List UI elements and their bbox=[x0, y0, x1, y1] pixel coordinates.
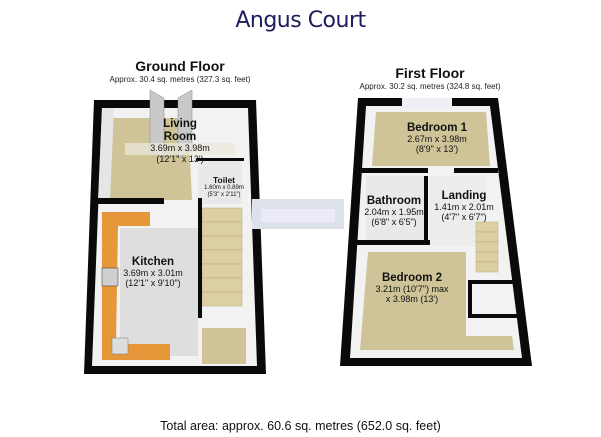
room-dims-imperial: (4'7" x 6'7") bbox=[441, 211, 487, 222]
ground-floor-title: Ground Floor bbox=[135, 58, 225, 74]
room-name: Bathroom bbox=[366, 195, 422, 207]
property-title: Angus Court bbox=[235, 8, 366, 33]
room-name: Room bbox=[163, 130, 197, 143]
room-dims-imperial: (12'1" x 13') bbox=[156, 154, 204, 165]
first-floor-title: First Floor bbox=[395, 65, 465, 81]
room-living-room: Living Room 3.69m x 3.98m (12'1" x 13') bbox=[125, 118, 235, 165]
first-floor-area: Approx. 30.2 sq. metres (324.8 sq. feet) bbox=[359, 82, 501, 91]
room-dims-imperial: (6'8" x 6'5") bbox=[371, 216, 417, 227]
room-bathroom: Bathroom 2.04m x 1.95m (6'8" x 6'5") bbox=[358, 195, 430, 227]
room-name: Bedroom 1 bbox=[406, 122, 468, 134]
room-bedroom-1: Bedroom 1 2.67m x 3.98m (8'9" x 13') bbox=[382, 122, 492, 154]
room-name: Landing bbox=[441, 190, 487, 202]
room-dims-metric: 3.21m (10'7") max bbox=[375, 283, 449, 294]
first-floor-plan bbox=[340, 98, 532, 366]
room-name: Bedroom 2 bbox=[381, 272, 443, 284]
room-landing: Landing 1.41m x 2.01m (4'7" x 6'7") bbox=[430, 190, 498, 222]
watermark-band bbox=[252, 199, 344, 229]
room-dims-metric: 3.69m x 3.01m bbox=[123, 267, 183, 278]
ground-floor-plan bbox=[84, 89, 266, 374]
room-dims-imperial: (12'1" x 9'10") bbox=[125, 277, 181, 288]
ground-floor-area: Approx. 30.4 sq. metres (327.3 sq. feet) bbox=[109, 75, 251, 84]
room-name: Kitchen bbox=[131, 256, 175, 268]
room-dims-metric: 2.04m x 1.95m bbox=[364, 206, 424, 217]
room-dims-metric: 1.41m x 2.01m bbox=[434, 201, 494, 212]
room-kitchen: Kitchen 3.69m x 3.01m (12'1" x 9'10") bbox=[108, 256, 198, 288]
room-dims-imperial: (8'9" x 13') bbox=[415, 143, 459, 154]
room-dims-metric: 3.69m x 3.98m bbox=[125, 143, 235, 156]
room-dims-imperial: x 3.98m (13') bbox=[385, 293, 439, 304]
room-bedroom-2: Bedroom 2 3.21m (10'7") max x 3.98m (13'… bbox=[362, 272, 462, 304]
total-area: Total area: approx. 60.6 sq. metres (652… bbox=[160, 419, 441, 433]
room-dims-metric: 1.60m x 0.89m bbox=[204, 185, 244, 192]
room-toilet: Toilet 1.60m x 0.89m (5'3" x 2'11") bbox=[196, 175, 252, 199]
room-name: Living bbox=[163, 118, 197, 130]
room-dims-metric: 2.67m x 3.98m bbox=[407, 133, 467, 144]
room-dims-imperial: (5'3" x 2'11") bbox=[207, 191, 241, 198]
room-name: Toilet bbox=[212, 175, 236, 185]
